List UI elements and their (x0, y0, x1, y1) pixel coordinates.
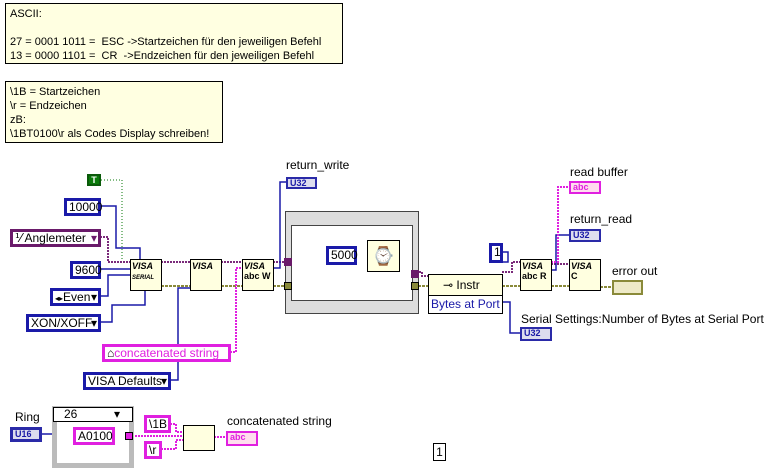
concatenated-string-indicator[interactable]: abc (226, 431, 258, 446)
comment-ascii: ASCII: 27 = 0001 1011 = ESC ->Startzeich… (5, 3, 343, 64)
visa-defaults-enum[interactable]: VISA Defaults▾ (83, 372, 171, 390)
case-value: 26 (64, 407, 78, 421)
parity-enum[interactable]: ◂▸Even▾ (50, 288, 101, 306)
error-out-label: error out (612, 264, 658, 278)
parity-value: Even (63, 290, 91, 304)
property-class: ⊸ Instr (429, 275, 502, 296)
case-string-constant[interactable]: A0100 (73, 427, 115, 445)
baud-constant[interactable]: 9600 (70, 261, 102, 279)
start-char-constant[interactable]: \1B (144, 415, 171, 433)
local-variable-concatenated-string[interactable]: ⌂concatenated string (102, 344, 231, 362)
io-icon: ⅟ (15, 231, 25, 245)
tunnel (284, 258, 292, 266)
read-icon: abc R (522, 271, 547, 281)
dropdown-arrow-icon[interactable]: ▾ (90, 231, 97, 245)
bytes-at-port-indicator[interactable]: U32 (520, 327, 552, 341)
visa-flush-node[interactable]: VISA (190, 259, 222, 291)
node-label: VISA (244, 261, 266, 271)
concat-out-label: concatenated string (227, 414, 332, 428)
enum-arrows-icon: ◂▸ (55, 294, 64, 303)
read-buffer-indicator[interactable]: abc (569, 181, 601, 194)
node-label: VISA (132, 261, 154, 271)
wait-ms-node-watch-icon[interactable]: ⌚ (367, 240, 400, 272)
reference-icon: ⊸ (443, 278, 457, 292)
property-node[interactable]: ⊸ Instr Bytes at Port (428, 274, 503, 314)
resource-name: Anglemeter (24, 231, 86, 245)
free-label: 1 (433, 443, 446, 461)
node-label: VISA (522, 261, 544, 271)
ring-control[interactable]: U16 (10, 427, 42, 442)
visa-defaults-value: VISA Defaults (88, 374, 163, 388)
wait-ms-constant[interactable]: 5000 (326, 246, 358, 265)
return-read-label: return_read (570, 212, 633, 226)
numeric-wires (41, 181, 569, 435)
flow-control-enum[interactable]: XON/XOFF▾ (26, 314, 101, 332)
tunnel (125, 432, 133, 440)
return-read-indicator[interactable]: U32 (569, 229, 601, 242)
tunnel (284, 282, 292, 290)
class-name: Instr (456, 278, 480, 292)
home-icon: ⌂ (107, 346, 115, 360)
local-var-name: concatenated string (114, 346, 219, 360)
ring-label: Ring (15, 410, 40, 424)
node-sublabel: SERIAL (132, 275, 155, 281)
write-icon: abc W (244, 271, 271, 281)
timeout-constant[interactable]: 10000 (64, 198, 102, 216)
case-selector[interactable]: 26 ▾ (53, 407, 133, 422)
dropdown-arrow-icon[interactable]: ▾ (90, 290, 97, 304)
error-out-cluster-indicator[interactable] (612, 280, 643, 295)
visa-configure-serial-node[interactable]: VISA SERIAL (130, 259, 162, 291)
close-icon: C (571, 271, 578, 281)
dropdown-arrow-icon[interactable]: ▾ (90, 316, 97, 330)
error-wire (161, 285, 612, 288)
string-wires (120, 186, 569, 450)
visa-resource-constant[interactable]: ⅟ Anglemeter ▾ (10, 229, 101, 247)
bool-wire (101, 179, 123, 259)
tunnel (411, 282, 419, 290)
end-char-constant[interactable]: \r (144, 441, 162, 459)
dropdown-arrow-icon[interactable]: ▾ (160, 374, 167, 388)
return-write-label: return_write (286, 158, 350, 172)
return-write-indicator[interactable]: U32 (286, 177, 317, 189)
property-item[interactable]: Bytes at Port (431, 297, 500, 311)
flow-value: XON/XOFF (31, 316, 93, 330)
comment-codes: \1B = Startzeichen \r = Endzeichen zB: \… (5, 81, 223, 143)
concatenate-strings-node[interactable] (183, 425, 215, 451)
true-constant[interactable]: T (87, 174, 101, 186)
tunnel (411, 270, 419, 278)
node-label: VISA (571, 261, 593, 271)
node-label: VISA (192, 261, 214, 271)
bytes-at-port-label: Serial Settings:Number of Bytes at Seria… (521, 312, 764, 326)
byte-count-constant[interactable]: 1 (489, 243, 503, 263)
read-buffer-label: read buffer (570, 165, 628, 179)
dropdown-arrow-icon: ▾ (113, 407, 120, 421)
